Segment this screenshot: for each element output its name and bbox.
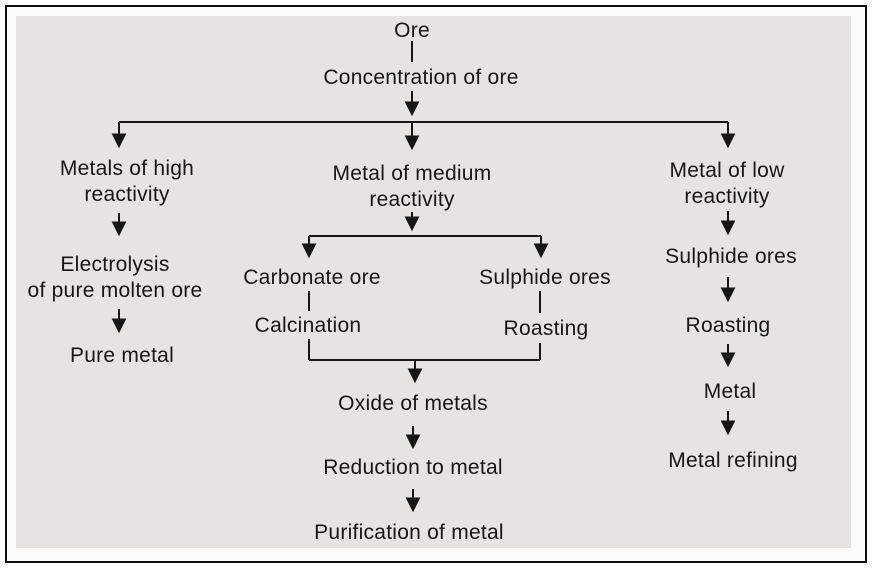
node-roasting-low: Roasting — [685, 314, 771, 337]
node-sulphide-ores-low: Sulphide ores — [665, 245, 797, 268]
node-concentration-of-ore: Concentration of ore — [323, 66, 519, 89]
node-oxide-of-metals: Oxide of metals — [338, 392, 488, 415]
node-ore: Ore — [394, 19, 430, 42]
node-carbonate-ore: Carbonate ore — [243, 266, 381, 289]
node-pure-metal: Pure metal — [69, 344, 175, 367]
node-metals-of-high-reactivity: Metals of high reactivity — [59, 157, 195, 206]
node-roasting-medium: Roasting — [503, 317, 589, 340]
node-metal: Metal — [703, 380, 757, 403]
flowchart-panel — [16, 16, 851, 548]
figure-border — [5, 5, 867, 563]
node-metal-refining: Metal refining — [668, 449, 798, 472]
node-reduction-to-metal: Reduction to metal — [323, 456, 503, 479]
node-electrolysis: Electrolysis of pure molten ore — [27, 253, 203, 302]
node-calcination: Calcination — [254, 314, 362, 337]
node-purification-of-metal: Purification of metal — [314, 521, 504, 544]
node-metal-of-medium-reactivity: Metal of medium reactivity — [332, 162, 492, 211]
node-sulphide-ores-medium: Sulphide ores — [479, 266, 611, 289]
node-metal-of-low-reactivity: Metal of low reactivity — [669, 159, 785, 208]
